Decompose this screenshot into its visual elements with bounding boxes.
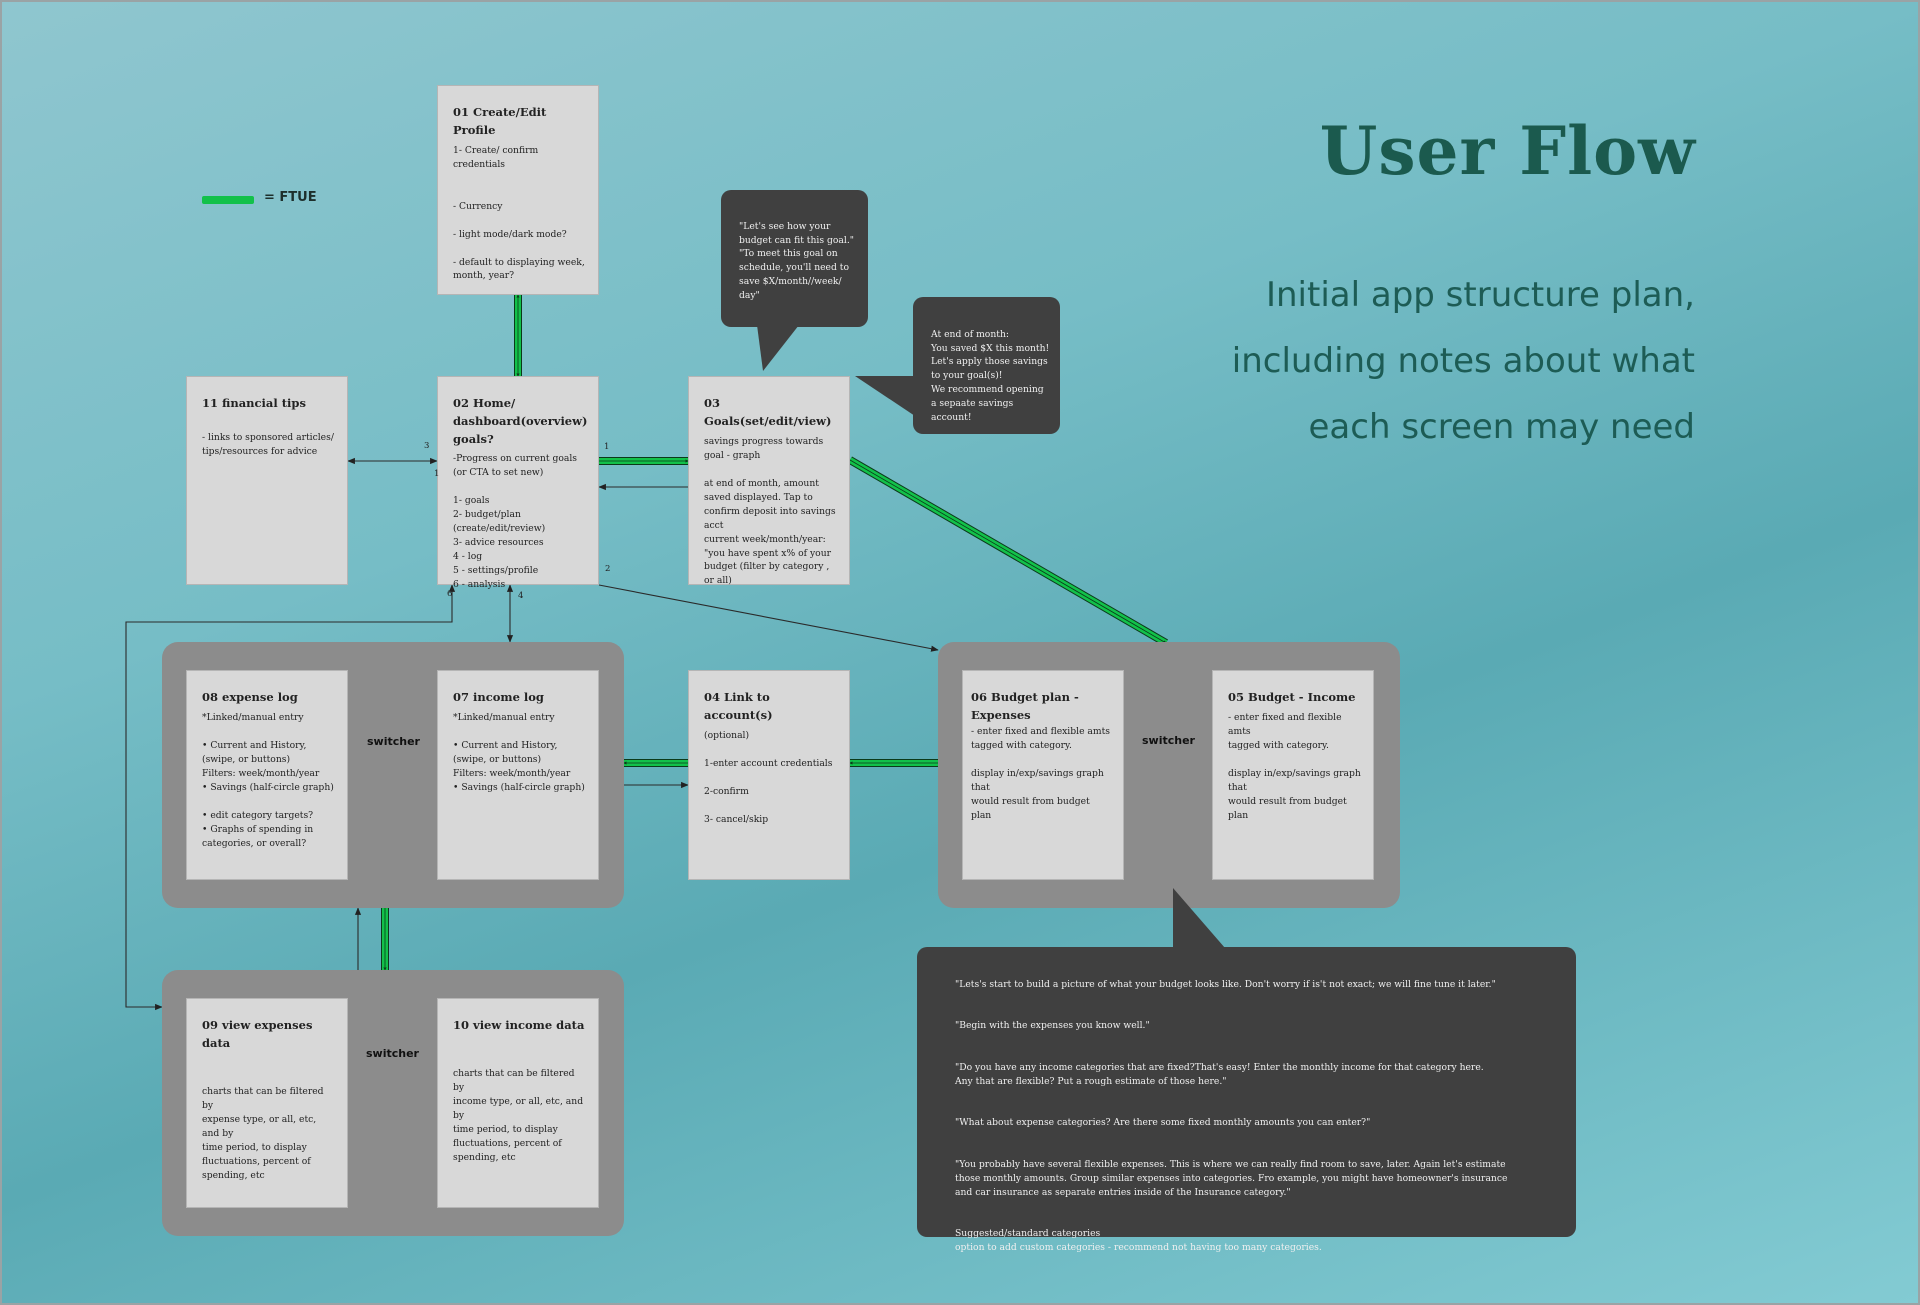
link-home-budget [598, 584, 939, 652]
screen-08-expense-log[interactable]: 08 expense log *Linked/manual entry • Cu… [186, 670, 348, 880]
screen-title: 05 Budget - Income [1228, 690, 1356, 704]
edge-number-3: 3 [424, 441, 430, 451]
screen-07-income-log[interactable]: 07 income log *Linked/manual entry • Cur… [437, 670, 599, 880]
screen-notes: *Linked/manual entry • Current and Histo… [453, 711, 585, 793]
screen-02-home-dashboard[interactable]: 02 Home/ dashboard(overview) goals? -Pro… [437, 376, 599, 590]
screen-09-view-expenses-data[interactable]: 09 view expenses data charts that can be… [186, 998, 348, 1208]
month-end-bubble: At end of month: You saved $X this month… [913, 297, 1060, 434]
budget-intro-line-5: "You probably have several flexible expe… [955, 1158, 1508, 1198]
screen-title: 09 view expenses data [202, 1018, 313, 1050]
month-end-bubble-text: At end of month: You saved $X this month… [931, 328, 1050, 423]
ftue-goals-budget [847, 456, 1169, 647]
edge-number-1-left: 1 [434, 469, 440, 479]
screen-title: 04 Link to account(s) [704, 690, 773, 722]
budget-intro-bubble: "Lets's start to build a picture of what… [917, 947, 1576, 1253]
budget-intro-line-1: "Lets's start to build a picture of what… [955, 978, 1496, 990]
screen-notes: *Linked/manual entry • Current and Histo… [202, 711, 334, 849]
screen-title: 06 Budget plan - Expenses [971, 690, 1079, 722]
screen-05-budget-income[interactable]: 05 Budget - Income - enter fixed and fle… [1212, 670, 1374, 880]
screen-notes: - enter fixed and flexible amts tagged w… [971, 725, 1111, 821]
screen-notes: charts that can be filtered by expense t… [202, 1085, 324, 1181]
edge-number-6: 6 [447, 589, 453, 599]
screen-10-view-income-data[interactable]: 10 view income data charts that can be f… [437, 998, 599, 1208]
screen-06-budget-expenses[interactable]: 06 Budget plan - Expenses - enter fixed … [962, 670, 1124, 880]
screen-title: 01 Create/Edit Profile [453, 105, 547, 137]
screen-notes: - enter fixed and flexible amts tagged w… [1228, 711, 1361, 821]
budget-intro-line-4: "What about expense categories? Are ther… [955, 1117, 1371, 1129]
switcher-label-data: switcher [366, 1047, 419, 1060]
switcher-label-budget: switcher [1142, 734, 1195, 747]
screen-03-goals[interactable]: 03 Goals(set/edit/view) savings progress… [688, 376, 850, 586]
screen-title: 07 income log [453, 690, 544, 704]
screen-title: 10 view income data [453, 1018, 585, 1032]
goal-fit-bubble-text: "Let's see how your budget can fit this … [739, 220, 854, 301]
screen-04-link-accounts[interactable]: 04 Link to account(s) (optional) 1-enter… [688, 670, 850, 880]
ftue-legend-label: = FTUE [264, 190, 317, 205]
budget-intro-line-2: "Begin with the expenses you know well." [955, 1020, 1150, 1032]
screen-title: 08 expense log [202, 690, 298, 704]
screen-notes: (optional) 1-enter account credentials 2… [704, 729, 833, 825]
budget-intro-line-6: Suggested/standard categories option to … [955, 1228, 1322, 1253]
page-title: User Flow [1319, 112, 1696, 190]
month-end-bubble-tail [855, 376, 915, 416]
screen-01-create-edit-profile[interactable]: 01 Create/Edit Profile 1- Create/ confir… [437, 85, 599, 295]
edge-number-1-right: 1 [604, 442, 610, 452]
screen-notes: charts that can be filtered by income ty… [453, 1067, 584, 1163]
screen-notes: -Progress on current goals (or CTA to se… [453, 453, 577, 591]
budget-intro-line-3: "Do you have any income categories that … [955, 1061, 1484, 1087]
screen-11-financial-tips[interactable]: 11 financial tips - links to sponsored a… [186, 376, 348, 585]
goal-fit-bubble: "Let's see how your budget can fit this … [721, 190, 868, 327]
page-subtitle: Initial app structure plan, including no… [1231, 275, 1695, 447]
screen-title: 11 financial tips [202, 396, 306, 410]
switcher-label-logs: switcher [367, 735, 420, 748]
screen-notes: - links to sponsored articles/ tips/reso… [202, 431, 334, 457]
screen-title: 03 Goals(set/edit/view) [704, 396, 832, 428]
edge-number-4: 4 [518, 591, 524, 601]
screen-notes: 1- Create/ confirm credentials - Currenc… [453, 144, 585, 282]
goal-fit-bubble-tail [757, 325, 799, 371]
edge-number-2: 2 [605, 564, 611, 574]
screen-title: 02 Home/ dashboard(overview) goals? [453, 396, 588, 446]
screen-notes: savings progress towards goal - graph at… [704, 435, 836, 587]
link-home-data [125, 584, 456, 1011]
ftue-legend-swatch [202, 196, 254, 204]
budget-intro-bubble-tail [1173, 888, 1225, 948]
